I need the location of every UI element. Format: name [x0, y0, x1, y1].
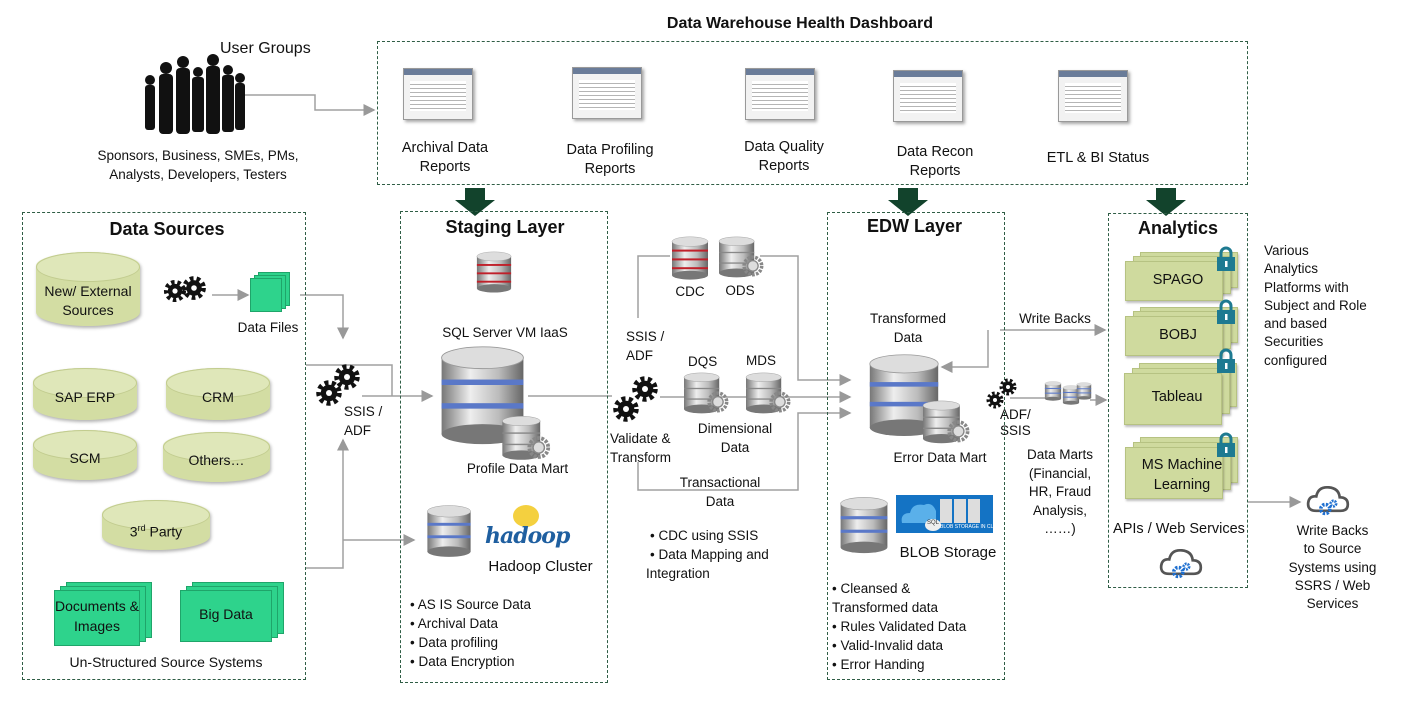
error-data-mart-icon [920, 400, 972, 446]
gear-icon [332, 362, 362, 392]
edw-title: EDW Layer [866, 216, 963, 236]
blob-storage-badge: SQL BLOB STORAGE IN CLOUD [896, 495, 1004, 533]
cdc-database-icon [668, 236, 712, 280]
big-data-stack: Big Data [180, 582, 286, 642]
validate-transform-label: Validate &Transform [610, 431, 672, 465]
cdc-label: CDC [675, 284, 705, 299]
mds-label: MDS [746, 353, 776, 368]
gear-icon [180, 274, 208, 302]
unstructured-caption: Un-Structured Source Systems [69, 654, 263, 670]
dqs-database-icon [681, 372, 731, 416]
lock-icon [1216, 348, 1236, 374]
staging-layer-box [400, 211, 608, 683]
mds-database-icon [743, 372, 793, 416]
edw-bullets: Cleansed &Transformed dataRules Validate… [832, 579, 966, 674]
user-groups-silhouettes [138, 50, 248, 136]
cloud-services-icon [1305, 482, 1351, 518]
data-files-label: Data Files [237, 320, 299, 335]
etl-bi-status-label: ETL & BI Status [1046, 150, 1150, 166]
ods-label: ODS [725, 283, 755, 298]
data-mart-database-icon [1044, 379, 1062, 403]
data-mart-database-icon [1076, 379, 1092, 403]
hadoop-cluster-label: Hadoop Cluster [488, 558, 593, 575]
data-sources-box [22, 212, 306, 680]
etl-bi-status-thumbnail[interactable] [1058, 70, 1128, 122]
hadoop-logo: hadoop [485, 505, 590, 549]
staging-bullets: AS IS Source DataArchival DataData profi… [410, 595, 531, 671]
blob-storage-label: BLOB Storage [899, 544, 997, 561]
profile-data-mart-label: Profile Data Mart [466, 461, 569, 476]
analytics-title: Analytics [1137, 218, 1219, 238]
dashboard-title: Data Warehouse Health Dashboard [666, 15, 934, 32]
ods-database-icon [715, 236, 767, 280]
staging-title: Staging Layer [445, 217, 565, 237]
dqs-label: DQS [688, 354, 718, 369]
archival-report-thumbnail[interactable] [403, 68, 473, 120]
source-sap-erp: SAP ERP [33, 368, 137, 420]
edw-layer-box [827, 212, 1005, 680]
write-backs-label: Write Backs [1019, 311, 1091, 326]
quality-report-thumbnail[interactable] [745, 68, 815, 120]
gear-icon [630, 374, 660, 404]
profile-data-mart-icon [500, 415, 552, 463]
apis-web-services-label: APIs / Web Services [1113, 521, 1245, 537]
source-scm: SCM [33, 430, 137, 480]
user-groups-caption: Sponsors, Business, SMEs, PMs,Analysts, … [97, 148, 299, 182]
down-arrow-staging [455, 188, 495, 216]
error-data-mart-label: Error Data Mart [893, 450, 987, 465]
lock-icon [1216, 432, 1236, 458]
sql-server-label: SQL Server VM IaaS [442, 325, 568, 340]
blob-database-icon [838, 492, 890, 558]
down-arrow-analytics [1146, 188, 1186, 216]
source-others: Others… [163, 432, 270, 482]
source-3rd-party: 3rd Party [102, 500, 210, 550]
user-groups-label: User Groups [220, 40, 311, 57]
documents-images-stack: Documents &Images [54, 582, 154, 646]
lock-icon [1216, 246, 1236, 272]
lock-icon [1216, 299, 1236, 325]
analytics-box [1108, 213, 1248, 588]
dashboard-box [377, 41, 1248, 185]
database-icon [475, 248, 513, 296]
data-files-icon [250, 272, 292, 312]
profiling-report-thumbnail[interactable] [572, 67, 642, 119]
ssis-adf-label: SSIS /ADF [344, 404, 383, 438]
hadoop-database-icon [425, 502, 473, 560]
gear-icon [998, 377, 1018, 397]
platform-tableau[interactable]: Tableau [1124, 363, 1244, 425]
data-sources-title: Data Sources [109, 219, 225, 239]
adf-ssis-label: ADF/SSIS [1000, 407, 1031, 438]
recon-report-thumbnail[interactable] [893, 70, 963, 122]
cloud-services-icon [1158, 545, 1204, 581]
source-crm: CRM [166, 368, 270, 420]
ssis-adf-label-2: SSIS /ADF [626, 329, 665, 363]
